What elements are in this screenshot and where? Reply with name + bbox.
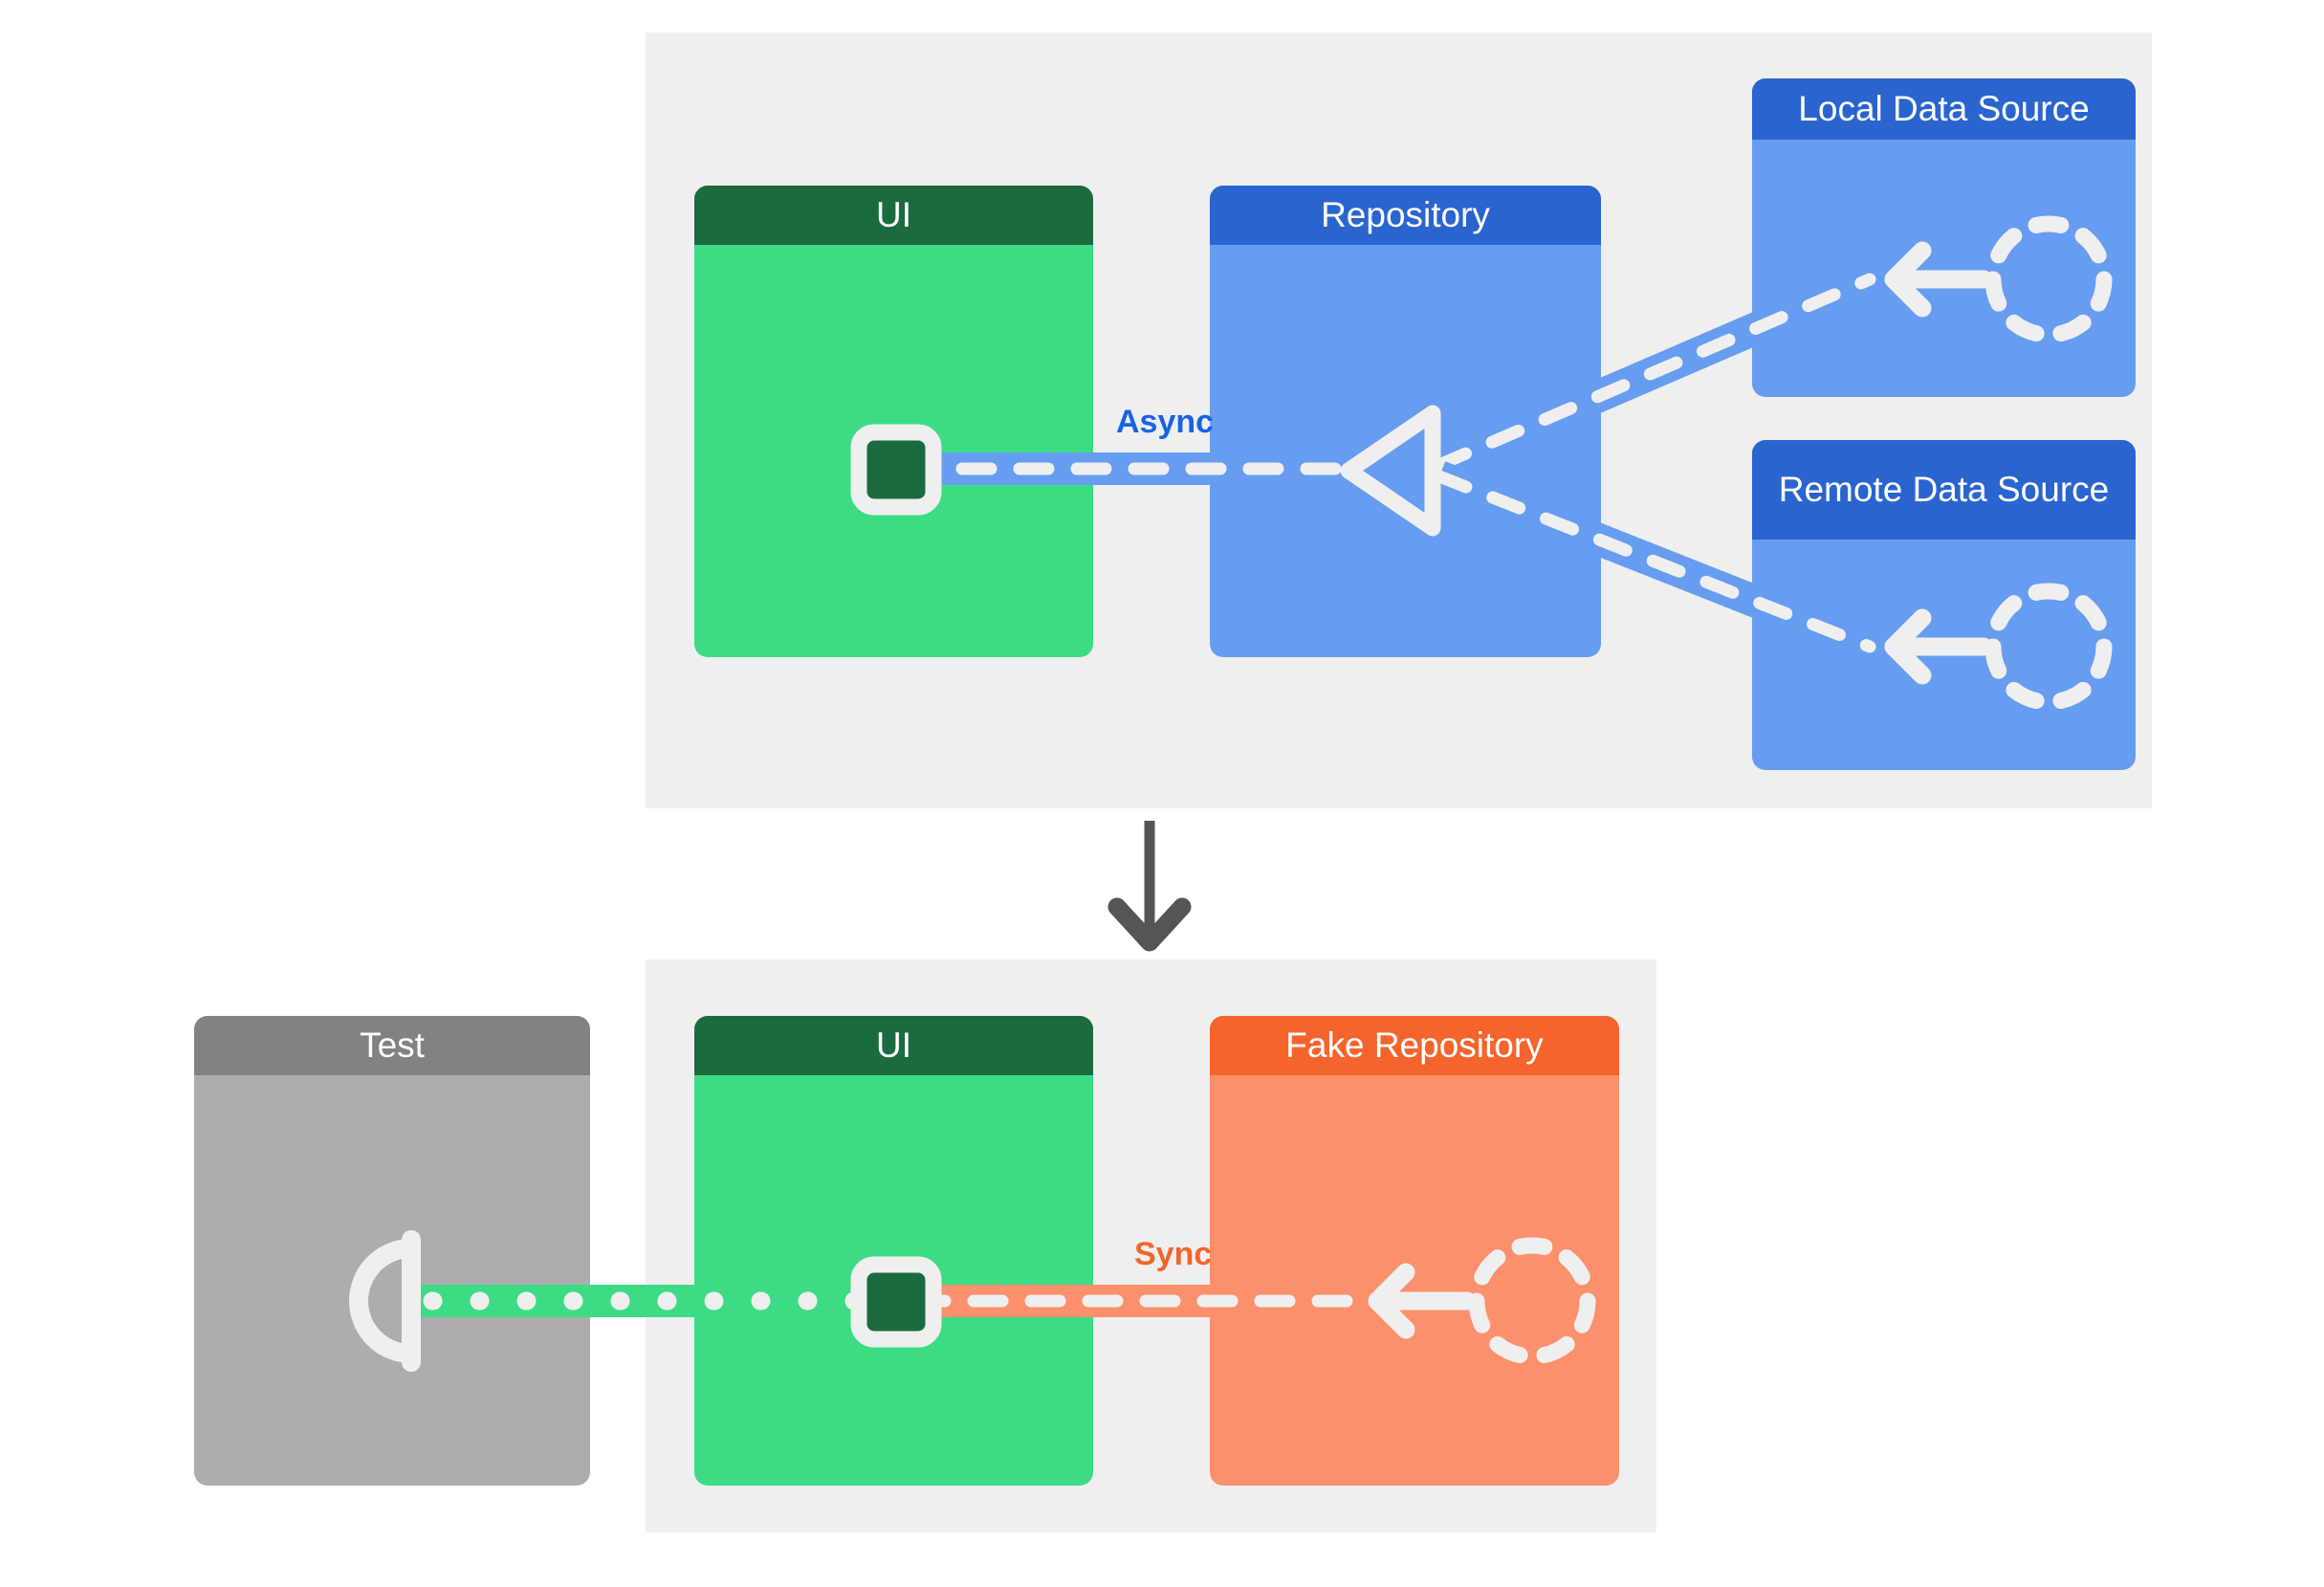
sync-label: Sync xyxy=(1134,1236,1213,1272)
card-ui-test-title: UI xyxy=(694,1016,1093,1075)
card-ui-production-title: UI xyxy=(694,186,1093,245)
down-arrow-icon xyxy=(1107,821,1192,952)
card-ui-test[interactable]: UI xyxy=(694,1016,1093,1486)
card-remote-data-source-title: Remote Data Source xyxy=(1752,440,2136,540)
card-test-title: Test xyxy=(194,1016,590,1075)
card-local-data-source[interactable]: Local Data Source xyxy=(1752,78,2136,397)
card-repository-title: Repository xyxy=(1210,186,1601,245)
card-fake-repository-title: Fake Repository xyxy=(1210,1016,1619,1075)
card-fake-repository[interactable]: Fake Repository xyxy=(1210,1016,1619,1486)
card-remote-data-source[interactable]: Remote Data Source xyxy=(1752,440,2136,770)
card-local-data-source-title: Local Data Source xyxy=(1752,78,2136,140)
card-test[interactable]: Test xyxy=(194,1016,590,1486)
card-ui-production[interactable]: UI xyxy=(694,186,1093,657)
async-label: Async xyxy=(1116,404,1215,440)
card-repository[interactable]: Repository xyxy=(1210,186,1601,657)
